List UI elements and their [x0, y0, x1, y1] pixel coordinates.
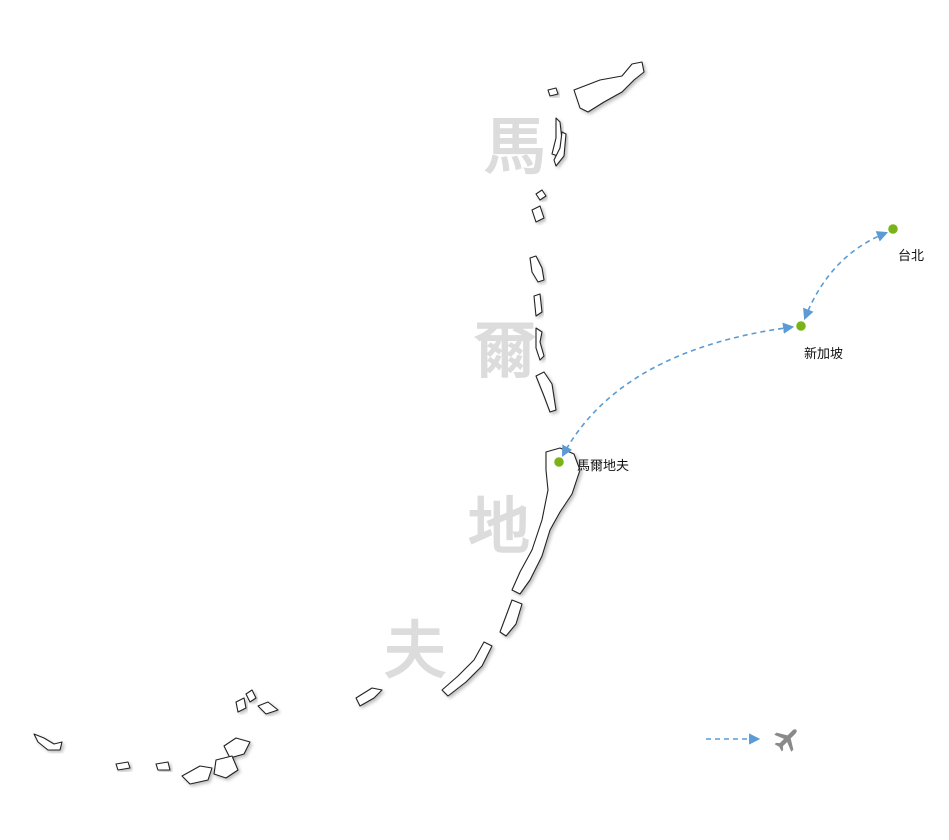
city-dot-maldives[interactable]: [552, 455, 566, 469]
island-south-11: [115, 761, 131, 771]
legend: [706, 729, 797, 752]
route-taipei-singapore: [803, 231, 889, 321]
airplane-icon: [774, 729, 797, 752]
island-south-1: [499, 599, 523, 637]
island-south-2: [441, 641, 493, 697]
island-south-6: [257, 701, 279, 715]
watermark-char-3: 地: [468, 490, 531, 563]
island-south-7: [223, 737, 251, 759]
island-south-10: [155, 761, 171, 771]
island-southwest: [33, 733, 63, 751]
flight-routes: [561, 231, 889, 457]
island-small-a: [535, 189, 547, 201]
island-small-b: [531, 205, 545, 223]
watermark-char-2: 爾: [474, 314, 537, 387]
island-south-3: [355, 687, 383, 707]
city-markers: [552, 222, 900, 469]
island-south-8: [213, 755, 239, 779]
island-thin-2: [535, 327, 545, 361]
island-south-9: [181, 765, 213, 785]
city-label-singapore[interactable]: 新加坡: [804, 347, 844, 362]
island-crescent: [529, 255, 545, 283]
atoll-islands: [33, 61, 645, 785]
island-north-large: [573, 61, 645, 113]
watermark-char-4: 夫: [384, 614, 447, 687]
city-label-taipei[interactable]: 台北: [898, 249, 925, 264]
island-north-strip-2: [553, 131, 567, 167]
island-south-5: [245, 689, 257, 703]
city-dot-taipei[interactable]: [886, 222, 900, 236]
watermark-char-1: 馬: [484, 110, 547, 183]
city-label-maldives[interactable]: 馬爾地夫: [577, 459, 630, 474]
island-south-4: [235, 697, 247, 713]
island-male-atoll: [511, 447, 581, 595]
island-north-small: [547, 87, 559, 97]
island-mid: [535, 371, 557, 413]
route-singapore-maldives: [561, 322, 795, 457]
city-dot-singapore[interactable]: [794, 319, 808, 333]
island-thin-1: [533, 293, 543, 317]
